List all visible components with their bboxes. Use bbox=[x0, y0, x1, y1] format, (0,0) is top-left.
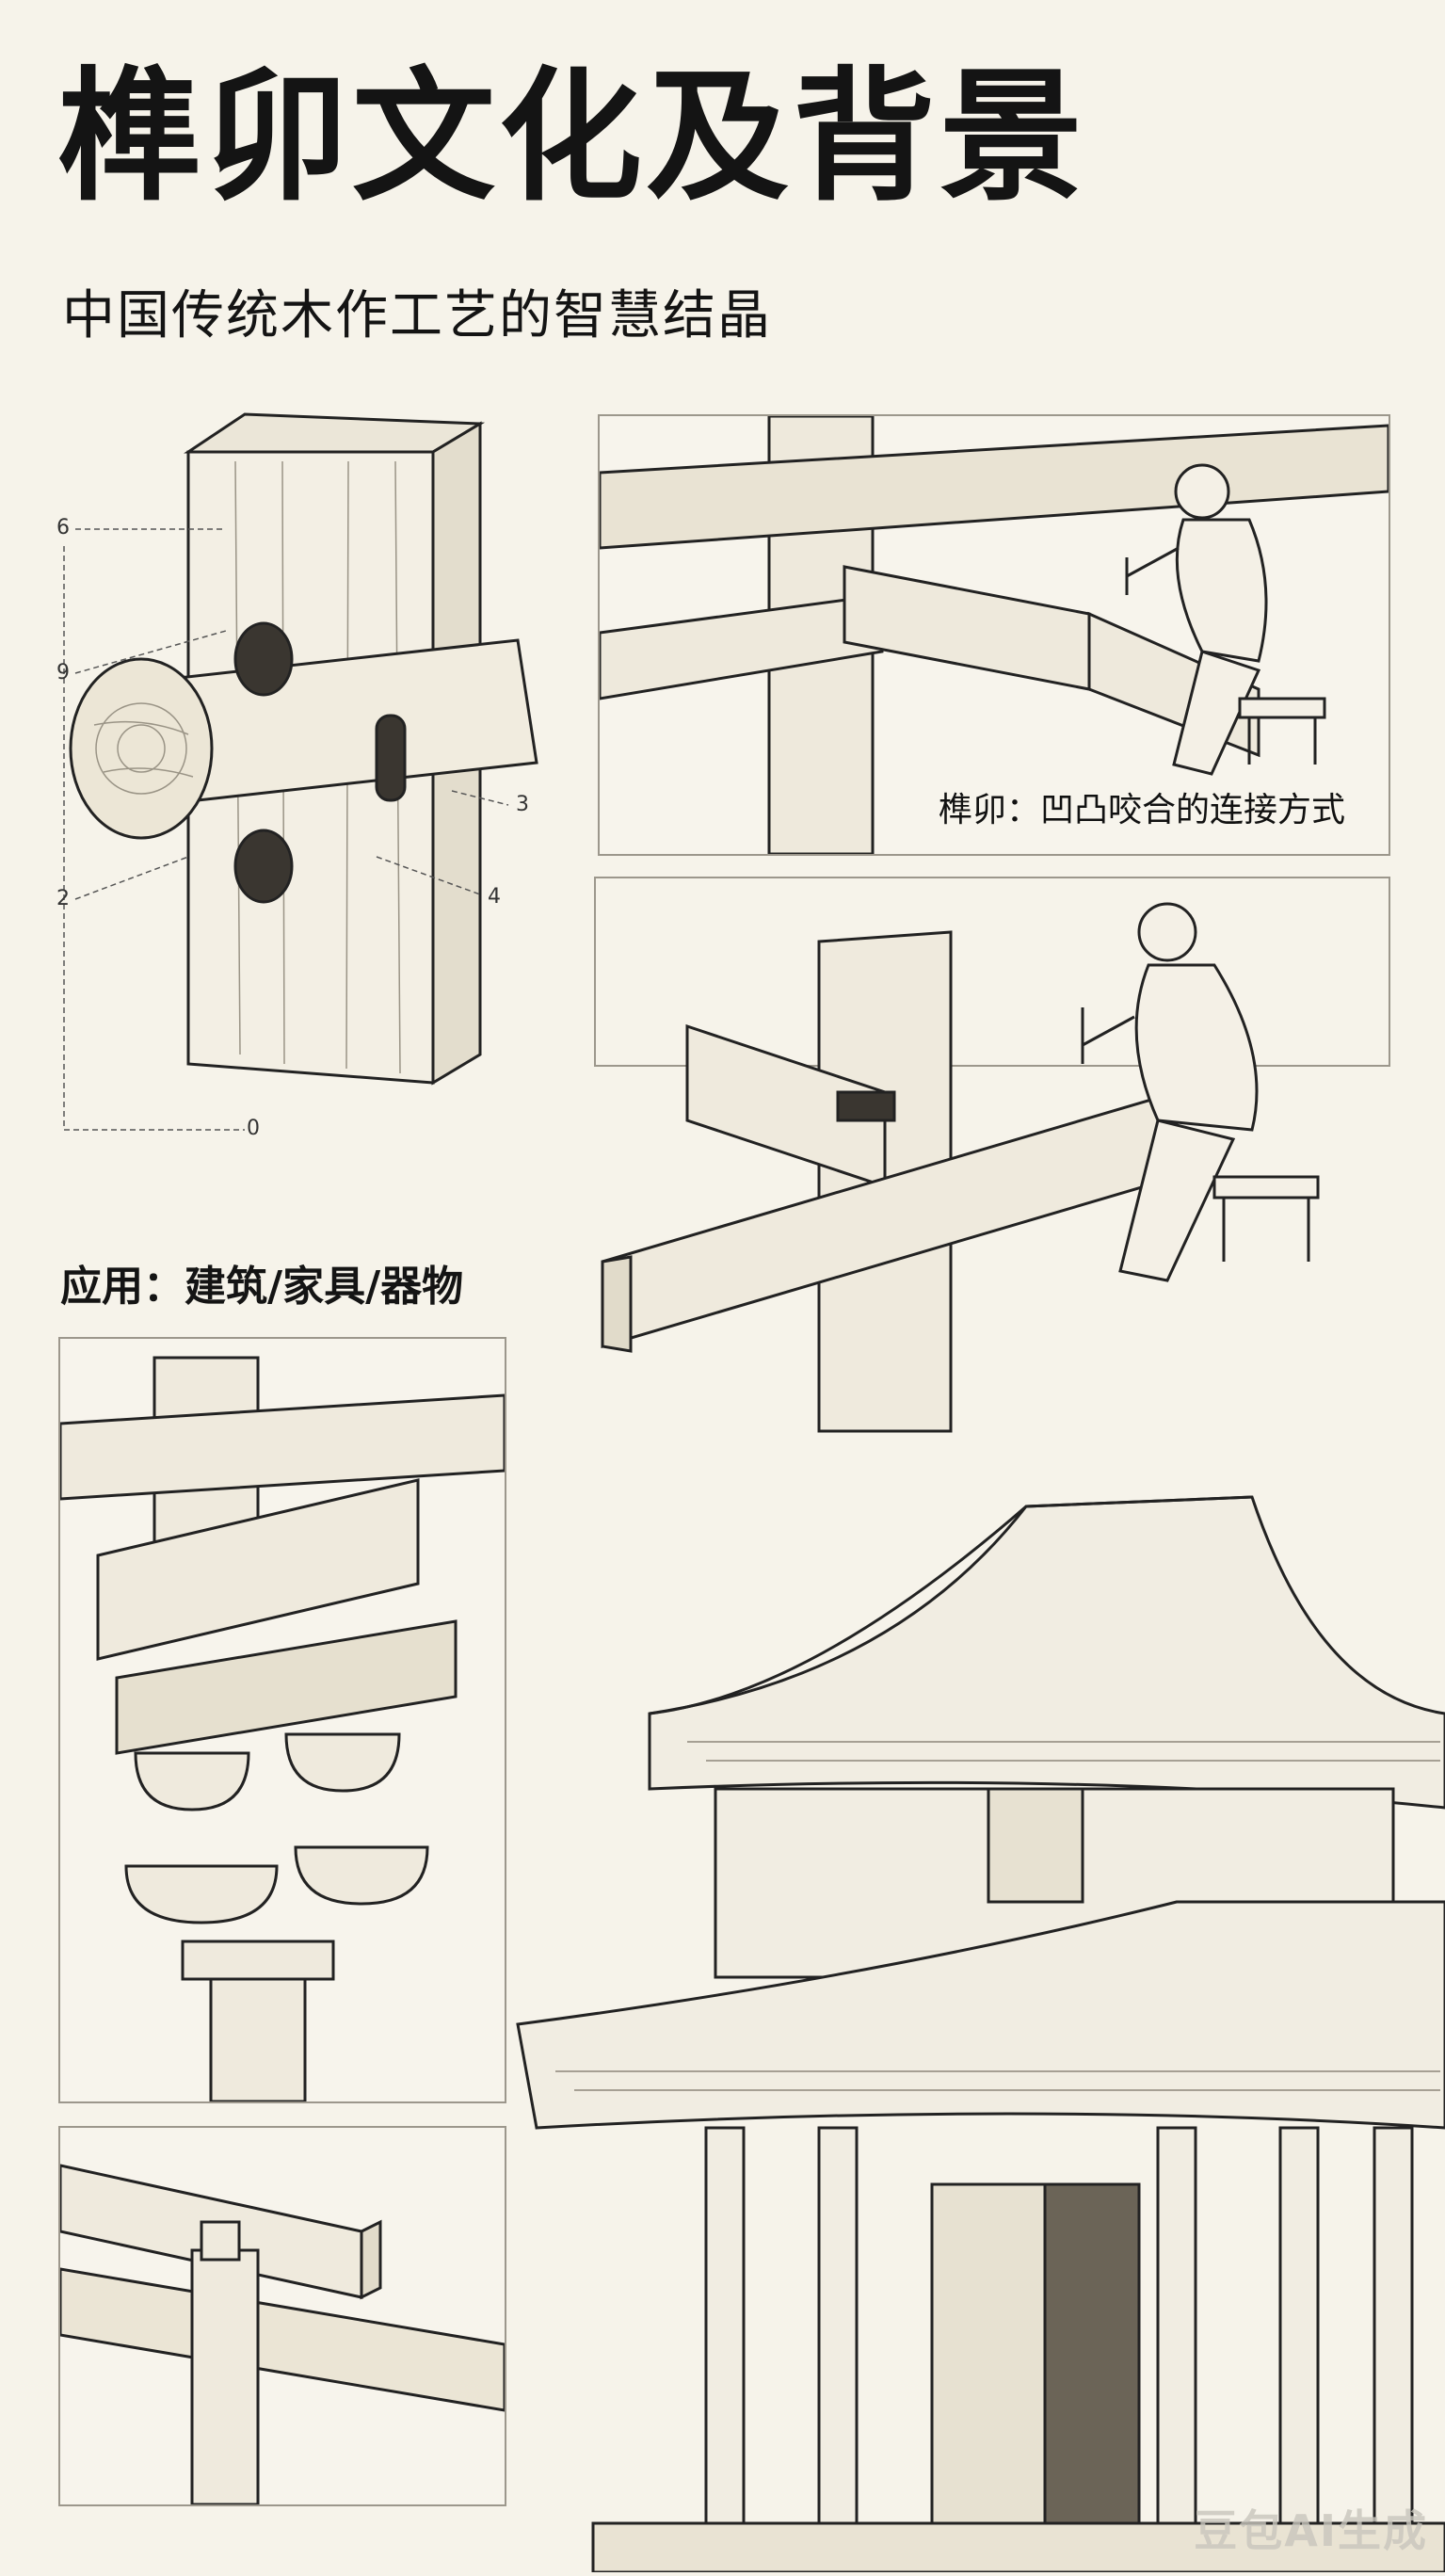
mortise-tenon-joint-icon bbox=[63, 412, 538, 1131]
applications-label: 应用：建筑/家具/器物 bbox=[60, 1263, 464, 1311]
callout-label: 0 bbox=[247, 1117, 260, 1140]
joint-diagram: 6 9 3 2 4 0 bbox=[38, 405, 565, 1158]
pavilion-icon bbox=[516, 1495, 1445, 2574]
beam-joint-icon bbox=[60, 2164, 505, 2504]
watermark: 豆包AI生成 bbox=[1194, 2505, 1428, 2556]
pavilion-illustration bbox=[499, 1412, 1445, 2574]
callout-label: 3 bbox=[516, 793, 529, 816]
callout-label: 2 bbox=[56, 887, 70, 910]
callout-label: 4 bbox=[488, 885, 501, 909]
dougong-bracket-icon bbox=[60, 1356, 505, 2101]
craftsman-hammering-icon bbox=[600, 416, 1389, 854]
page-title: 榫卯文化及背景 bbox=[58, 54, 1086, 220]
callout-label: 6 bbox=[56, 516, 70, 539]
dougong-panel bbox=[58, 1337, 506, 2103]
craftsman-chiseling-icon bbox=[594, 877, 1390, 1433]
page-subtitle: 中国传统木作工艺的智慧结晶 bbox=[62, 285, 772, 346]
craftsman-panel-2 bbox=[593, 876, 1391, 1441]
beam-joint-panel bbox=[58, 2126, 506, 2506]
callout-label: 9 bbox=[56, 661, 70, 684]
craftsman-panel-1: 榫卯：凹凸咬合的连接方式 bbox=[598, 414, 1390, 856]
panel-caption: 榫卯：凹凸咬合的连接方式 bbox=[932, 781, 1351, 833]
